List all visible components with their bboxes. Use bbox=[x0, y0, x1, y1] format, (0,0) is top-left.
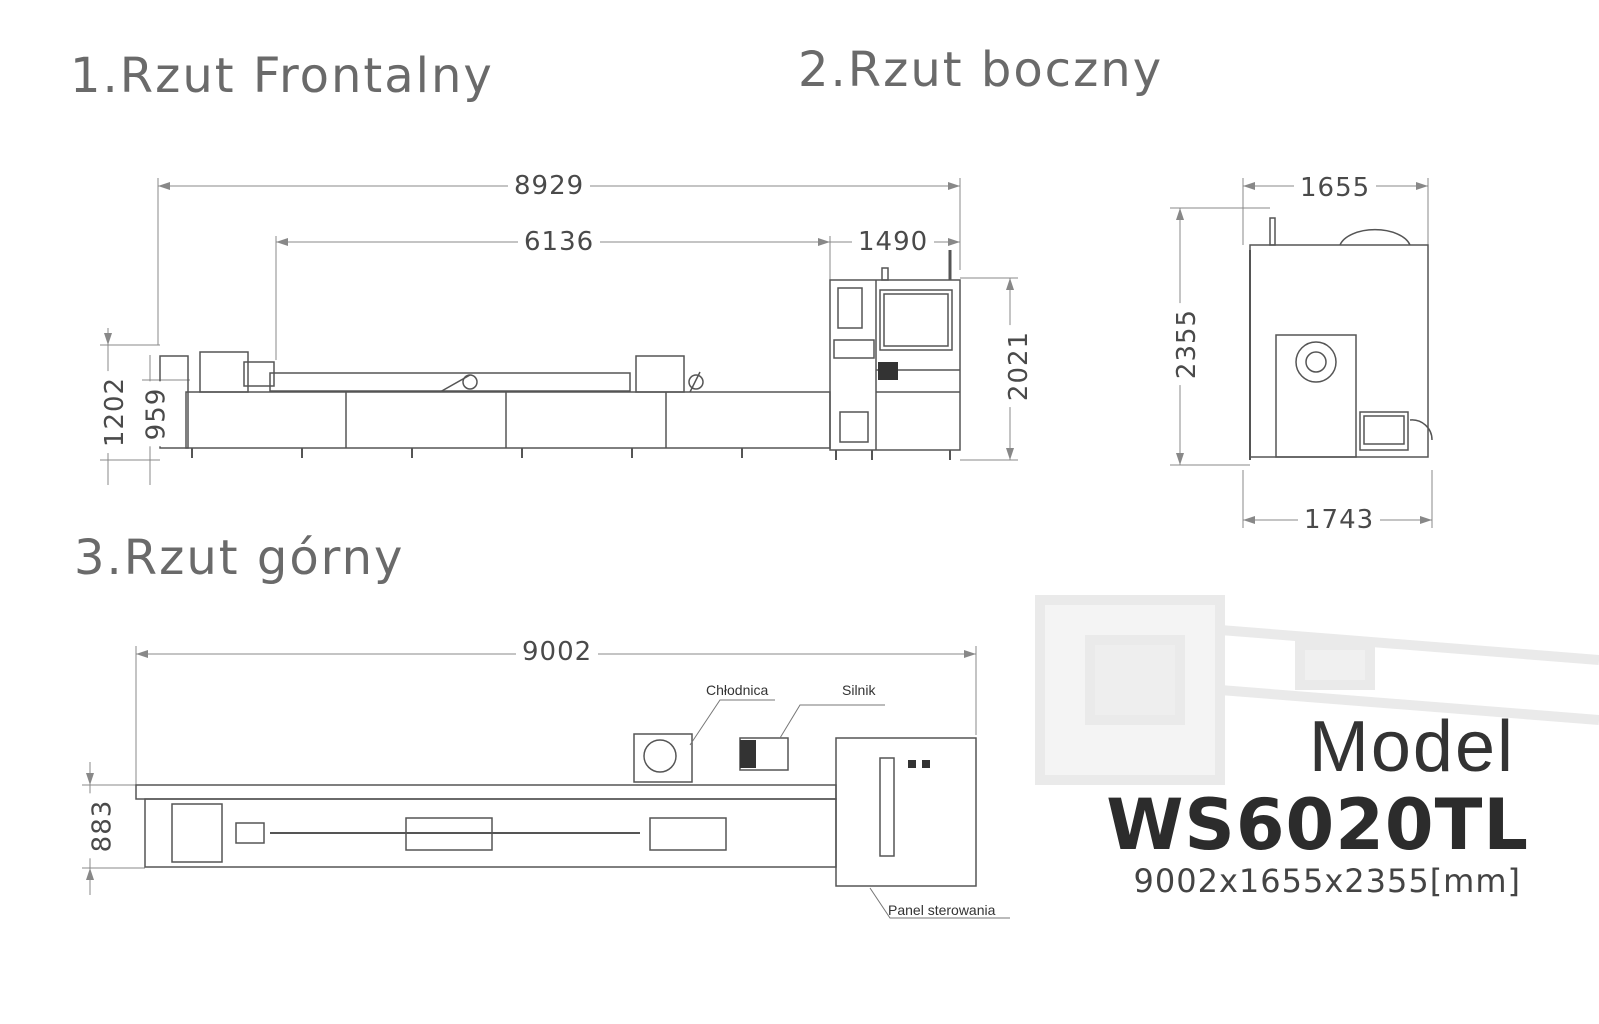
dim-side-top-width: 1655 bbox=[1294, 174, 1377, 202]
dim-front-rail-length: 6136 bbox=[518, 228, 601, 256]
dim-front-cabinet-length: 1490 bbox=[852, 228, 935, 256]
dim-top-total-length: 9002 bbox=[516, 638, 599, 666]
label-chiller: Chłodnica bbox=[706, 682, 769, 698]
front-view-drawing bbox=[100, 178, 1018, 485]
faded-machine-background bbox=[1035, 595, 1599, 785]
label-control-panel: Panel sterowania bbox=[888, 902, 996, 918]
dim-front-total-length: 8929 bbox=[508, 172, 591, 200]
dim-side-height: 2355 bbox=[1172, 302, 1202, 386]
side-view-title: 2.Rzut boczny bbox=[798, 42, 1164, 98]
dim-front-total-height: 2021 bbox=[1004, 324, 1034, 408]
side-view-drawing bbox=[1170, 178, 1433, 528]
model-name: WS6020TL bbox=[1106, 784, 1529, 866]
dim-front-height-1202: 1202 bbox=[100, 370, 130, 454]
model-heading: Model bbox=[1308, 707, 1515, 787]
label-motor: Silnik bbox=[842, 682, 876, 698]
front-view-title: 1.Rzut Frontalny bbox=[70, 48, 494, 104]
model-dimensions: 9002x1655x2355[mm] bbox=[1133, 862, 1521, 900]
dim-top-width: 883 bbox=[87, 793, 117, 859]
dim-front-height-959: 959 bbox=[141, 381, 171, 447]
top-view-title: 3.Rzut górny bbox=[74, 530, 405, 586]
dim-side-bottom-width: 1743 bbox=[1298, 506, 1381, 534]
